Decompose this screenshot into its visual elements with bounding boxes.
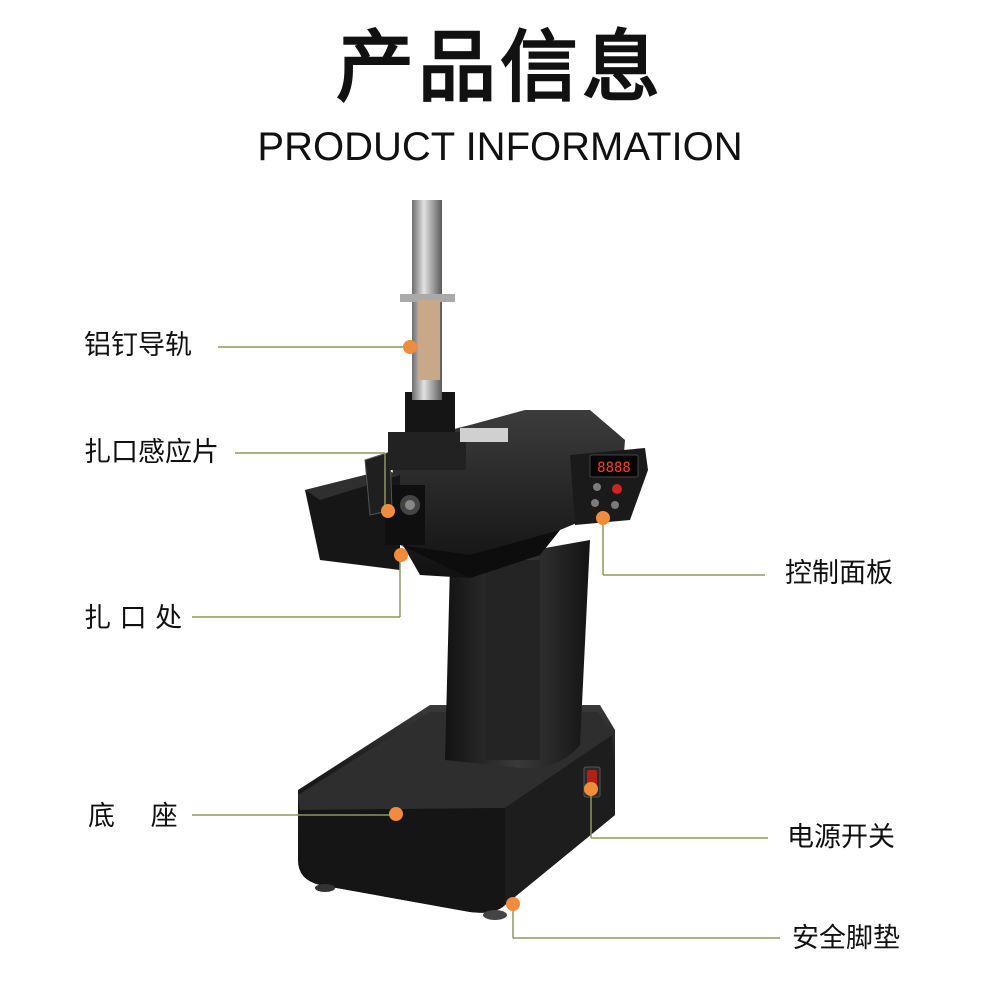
aluminum-nail-rail <box>400 200 455 400</box>
panel-button-2[interactable] <box>591 499 599 507</box>
page-subtitle: PRODUCT INFORMATION <box>257 125 743 169</box>
label-feet: 安全脚垫 <box>792 923 900 954</box>
marker-control <box>596 511 610 525</box>
machine-column <box>445 540 590 769</box>
safety-feet <box>315 884 507 920</box>
page-title: 产品信息 <box>335 23 664 113</box>
marker-rail <box>403 340 417 354</box>
label-control: 控制面板 <box>785 558 893 589</box>
marker-clip <box>394 548 408 562</box>
marker-feet <box>506 897 520 911</box>
panel-button-3[interactable] <box>611 501 619 509</box>
label-power: 电源开关 <box>787 822 895 853</box>
rail-holder <box>388 392 508 470</box>
panel-button-1[interactable] <box>593 483 601 491</box>
label-rail: 铝钉导轨 <box>84 330 192 361</box>
marker-power <box>584 782 598 796</box>
label-sensor: 扎口感应片 <box>84 437 219 468</box>
label-clip: 扎 口 处 <box>84 603 183 634</box>
panel-display: 8888 <box>597 460 631 476</box>
panel-button-stop[interactable] <box>612 484 622 494</box>
marker-base <box>389 807 403 821</box>
marker-sensor <box>381 504 395 518</box>
label-base: 底 座 <box>88 801 178 832</box>
control-panel: 8888 <box>570 448 648 525</box>
